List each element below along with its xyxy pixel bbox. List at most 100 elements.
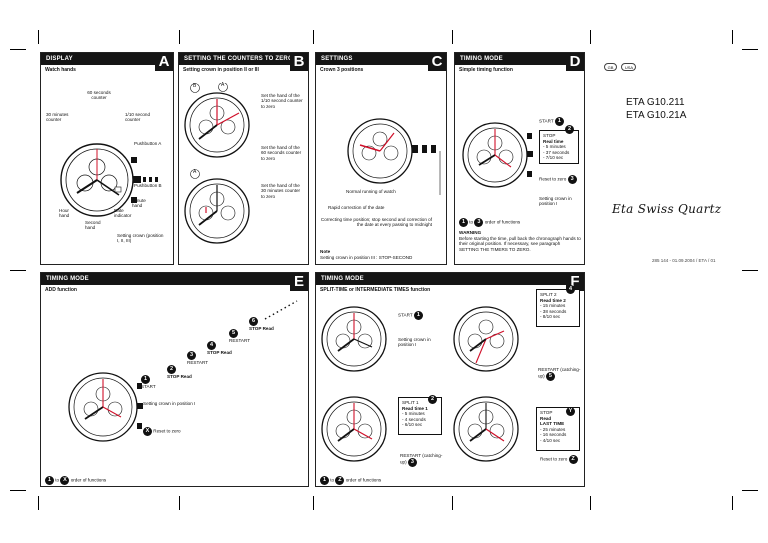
- instruction-30-minutes: Set the hand of the 30 minutes counter t…: [261, 183, 301, 199]
- start-text: START: [539, 118, 554, 124]
- instruction-tenth-second: Set the hand of the 1/10 second counter …: [261, 93, 303, 109]
- watch-diagram: [68, 372, 143, 442]
- step-x-badge: X: [143, 427, 152, 436]
- restart-label-top: RESTART (catching-up) 5: [538, 367, 582, 382]
- note-title: Note: [320, 249, 331, 254]
- panel-title: TIMING MODE: [41, 273, 308, 285]
- step-4-badge: 4: [207, 341, 216, 350]
- crop-mark: [742, 49, 758, 50]
- crop-mark: [10, 49, 26, 50]
- label-pushbutton-a: Pushbutton A: [134, 141, 162, 146]
- add-step-1: 1 START: [141, 375, 156, 389]
- panel-title: TIMING MODE: [455, 53, 584, 65]
- split-1-head: SPLIT 1: [402, 400, 419, 405]
- watch-diagram-4: [453, 396, 519, 462]
- panel-letter: C: [428, 53, 446, 71]
- step-3-badge: 3: [187, 351, 196, 360]
- warning-text: Before starting the time, pull back the …: [459, 236, 581, 252]
- dotted-continuation: [264, 300, 298, 320]
- watch-diagram: [60, 143, 158, 217]
- order-text: order of functions: [484, 219, 521, 225]
- crown-position-label: Setting crown in position I: [398, 337, 431, 348]
- step-4-badge: 4: [566, 285, 575, 294]
- step-text: STOP Read: [249, 326, 274, 331]
- panel-title: SETTINGS: [316, 53, 446, 65]
- reset-label: X Reset to zero: [143, 427, 181, 436]
- step-3-badge: 3: [407, 458, 417, 468]
- restart-label-bottom: RESTART (catching-up) 3: [400, 453, 444, 468]
- to-text: to: [55, 477, 60, 483]
- panel-subtitle: Crown 3 positions: [320, 67, 364, 73]
- step-1-badge: 1: [320, 476, 329, 485]
- step-2-badge: 2: [428, 395, 437, 404]
- add-step-5: 5 RESTART: [229, 329, 250, 343]
- panel-subtitle: Setting crown in position II or III: [183, 67, 259, 73]
- crop-mark: [590, 30, 591, 44]
- crop-mark: [179, 496, 180, 510]
- watch-diagram-top: [184, 83, 250, 158]
- step-2-badge: 2: [167, 365, 176, 374]
- label-setting-crown: Setting crown (position I, II, III): [117, 233, 164, 244]
- panel-simple-timing: TIMING MODE D Simple timing function STA…: [454, 52, 585, 265]
- position-correcting-time: Correcting time position; stop second an…: [320, 217, 432, 228]
- step-text: START: [141, 384, 156, 389]
- crop-mark: [742, 270, 758, 271]
- order-of-functions: 1 to X order of functions: [45, 476, 106, 485]
- warning-title: WARNING: [459, 230, 482, 235]
- stop-seconds: - 16 seconds: [540, 432, 567, 438]
- step-6-badge: 6: [249, 317, 258, 326]
- crop-mark: [313, 496, 314, 510]
- note-text: Setting crown in position III : STOP-SEC…: [320, 255, 413, 260]
- panel-settings: SETTINGS C Crown 3 positions Normal runn…: [315, 52, 447, 265]
- split-2-minutes: - 15 minutes: [540, 303, 566, 309]
- restart-text: RESTART (catching-up): [400, 453, 443, 466]
- panel-title: TIMING MODE: [316, 273, 584, 285]
- button-a-label: A: [221, 82, 225, 88]
- label-tenth-second-counter: 1/10 second counter: [125, 112, 151, 123]
- crop-mark: [732, 30, 733, 44]
- step-3-badge: 3: [567, 175, 577, 184]
- crop-mark: [10, 490, 26, 491]
- step-5-badge: 5: [229, 329, 238, 338]
- restart-text: RESTART (catching-up): [538, 367, 581, 380]
- reset-text: Reset to zero: [539, 176, 567, 182]
- step-5-badge: 5: [545, 372, 555, 382]
- start-label: START 1: [398, 311, 423, 320]
- crown-position-label: Setting crown in position I: [539, 196, 572, 207]
- add-step-2: 2 STOP Read: [167, 365, 192, 379]
- brand-signature: Eta Swiss Quartz: [612, 202, 722, 216]
- label-pushbutton-b: Pushbutton B: [134, 183, 162, 188]
- step-text: RESTART: [229, 338, 251, 343]
- split-1-minutes: - 5 minutes: [402, 411, 425, 417]
- step-1-badge: 1: [45, 476, 54, 485]
- crop-mark: [313, 30, 314, 44]
- step-text: STOP Read: [167, 374, 192, 379]
- document-reference: 285 144 - 01.09.2004 / ETA / 01: [652, 258, 716, 263]
- panel-letter: A: [155, 53, 173, 71]
- panel-letter: B: [290, 53, 308, 71]
- split-2-tenths: - 8/10 sec: [540, 314, 561, 320]
- split-2-head: SPLIT 2: [540, 292, 557, 297]
- split-2-box: SPLIT 2 Read time 2 - 15 minutes - 38 se…: [536, 289, 580, 327]
- order-of-functions: 1 to Z order of functions: [320, 476, 381, 485]
- step-3-badge: 3: [474, 218, 484, 227]
- country-flags: GB USA: [604, 56, 637, 74]
- split-1-seconds: - 4 seconds: [402, 416, 426, 422]
- panel-subtitle: SPLIT-TIME or INTERMEDIATE TIMES functio…: [320, 287, 431, 293]
- label-second-hand: Second hand: [85, 220, 101, 231]
- panel-add-function: TIMING MODE E ADD function 1 START 2 STO…: [40, 272, 309, 487]
- watch-diagram-1: [321, 306, 387, 372]
- model-title-2: ETA G10.21A: [626, 110, 687, 121]
- crop-mark: [10, 270, 26, 271]
- watch-diagram: [347, 118, 441, 195]
- step-z-badge: Z: [568, 455, 578, 464]
- step-1-badge: 1: [459, 218, 468, 227]
- order-text: order of functions: [70, 477, 107, 483]
- model-title-1: ETA G10.211: [626, 97, 685, 108]
- order-of-functions: 1 to 3 order of functions: [459, 218, 520, 227]
- crown-position-label: Setting crown in position I: [143, 401, 196, 406]
- panel-letter: D: [566, 53, 584, 71]
- panel-subtitle: ADD function: [45, 287, 77, 293]
- label-60-seconds-counter: 60 seconds counter: [87, 90, 111, 101]
- step-y-badge: Y: [566, 407, 575, 416]
